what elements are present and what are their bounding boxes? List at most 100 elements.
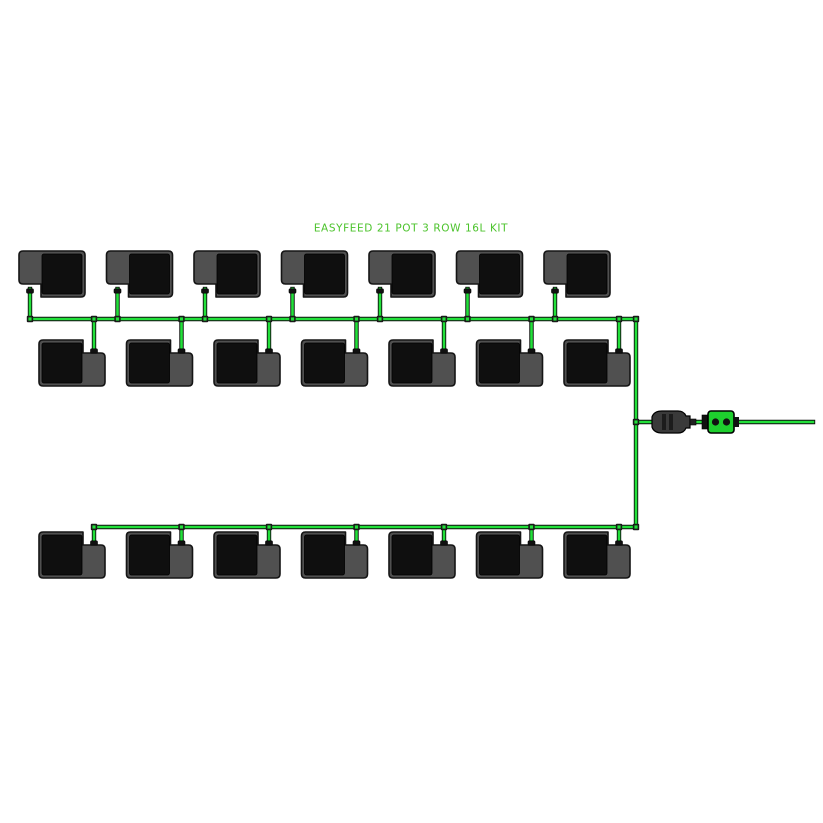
controller-dial — [722, 418, 731, 426]
connector-ridge — [669, 414, 673, 430]
row-2-tee-core — [529, 317, 534, 321]
row-2-pot — [125, 339, 194, 387]
pot-insert — [129, 342, 170, 384]
row-1-tee-core — [553, 317, 557, 321]
row-3-nozzle — [440, 540, 448, 546]
row-3-tee-core — [354, 525, 359, 529]
pot-insert — [129, 253, 170, 295]
row-1-tee-core — [465, 317, 470, 321]
pot-insert — [216, 253, 258, 295]
row-2-nozzle — [90, 348, 98, 354]
row-3-nozzle — [90, 540, 98, 546]
row-2-nozzle — [177, 348, 186, 354]
pot-insert — [391, 253, 433, 295]
pot-insert — [41, 342, 83, 384]
row-2-nozzle — [440, 348, 448, 354]
hose-connector-icon — [651, 410, 697, 434]
row-1-tee-core — [203, 317, 207, 321]
pot-insert — [391, 342, 433, 384]
row-2-pot — [388, 339, 456, 387]
pot-insert — [41, 253, 83, 295]
row-3-nozzle — [352, 540, 361, 546]
row-1-tee-core — [378, 317, 382, 321]
row-2-pot — [213, 339, 281, 387]
row-3-pot — [475, 531, 544, 579]
row-2-tee-core — [442, 317, 446, 321]
row-2-pot — [300, 339, 369, 387]
row-3-nozzle — [265, 540, 273, 546]
flow-controller-icon — [701, 410, 739, 434]
row-1-nozzle — [463, 288, 472, 294]
row-3-tee-core — [529, 525, 534, 529]
pot-insert — [566, 253, 608, 295]
pot-insert — [216, 534, 258, 576]
row-3-nozzle — [527, 540, 536, 546]
row-1-pot — [280, 250, 349, 298]
kit-title: EASYFEED 21 POT 3 ROW 16L KIT — [314, 223, 508, 235]
row-3-nozzle — [177, 540, 186, 546]
row-3-pot — [38, 531, 106, 579]
row-3-pot — [300, 531, 369, 579]
trunk-top-tee-core — [634, 317, 638, 321]
row-3-pot — [213, 531, 281, 579]
row-1-pot — [18, 250, 86, 298]
row-3-pot — [125, 531, 194, 579]
trunk-bottom-tee-core — [634, 525, 638, 529]
row-1-pot — [105, 250, 174, 298]
pot-insert — [479, 342, 520, 384]
row-2-tee-core — [267, 317, 271, 321]
feed-assembly — [651, 410, 739, 434]
row-1-nozzle — [376, 288, 384, 294]
row-1-pot — [368, 250, 436, 298]
pot-insert — [479, 534, 520, 576]
row-1-nozzle — [26, 288, 34, 294]
fittings — [26, 288, 640, 546]
row-1-nozzle — [201, 288, 209, 294]
row-1-pot — [455, 250, 524, 298]
row-1-nozzle — [551, 288, 559, 294]
row-3-tee-core — [179, 525, 184, 529]
connector-ridge — [662, 414, 666, 430]
row-1-pot — [193, 250, 261, 298]
pot-insert — [129, 534, 170, 576]
row-3-pot — [388, 531, 456, 579]
pot-insert — [391, 534, 433, 576]
row-1-pot — [543, 250, 611, 298]
row-1-tee-core — [28, 317, 32, 321]
pot-insert — [566, 534, 608, 576]
row-3-nozzle — [615, 540, 623, 546]
pot-insert — [304, 342, 345, 384]
row-3-tee-core — [617, 525, 621, 529]
row-3-tee-core — [92, 525, 96, 529]
pot-insert — [479, 253, 520, 295]
row-2-pot — [475, 339, 544, 387]
controller-outlet — [734, 417, 739, 427]
row-1-tee-core — [115, 317, 120, 321]
pot-insert — [216, 342, 258, 384]
trunk-feed-tee-core — [634, 420, 638, 424]
pot-rows — [18, 250, 631, 579]
controller-dial — [711, 418, 720, 426]
row-2-nozzle — [352, 348, 361, 354]
pot-insert — [41, 534, 83, 576]
pot-insert — [566, 342, 608, 384]
row-3-pot — [563, 531, 631, 579]
row-1-nozzle — [113, 288, 122, 294]
row-3-tee-core — [442, 525, 446, 529]
row-2-nozzle — [527, 348, 536, 354]
connector-stub — [689, 418, 697, 426]
row-3-tee-core — [267, 525, 271, 529]
row-1-nozzle — [288, 288, 297, 294]
row-2-tee-core — [617, 317, 621, 321]
pot-insert — [304, 534, 345, 576]
row-2-pot — [38, 339, 106, 387]
row-1-tee-core — [290, 317, 295, 321]
row-2-nozzle — [265, 348, 273, 354]
row-2-pot — [563, 339, 631, 387]
row-2-tee-core — [92, 317, 96, 321]
pot-insert — [304, 253, 345, 295]
row-2-nozzle — [615, 348, 623, 354]
row-2-tee-core — [354, 317, 359, 321]
